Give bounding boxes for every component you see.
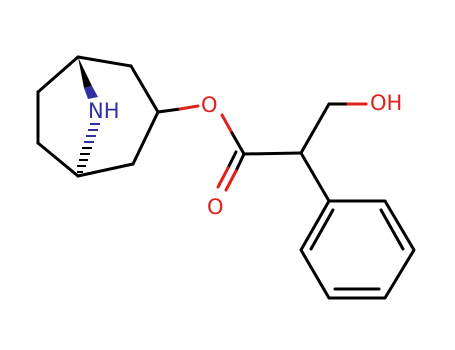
double-bond-a-red [224, 169, 238, 192]
bond-c4-c5 [76, 162, 135, 178]
tropane-ring [36, 55, 160, 178]
bond-o-ccarbonyl-red [220, 113, 234, 135]
double-bond-b-red [216, 166, 230, 189]
bond-c2-c3 [129, 64, 160, 114]
bond-calpha-ch2 [299, 102, 331, 155]
phenyl-ring [299, 199, 416, 300]
carbonyl-oxygen-label: O [207, 195, 224, 219]
atom-labels: NH O O OH [88, 91, 402, 219]
double-bond-a-black [234, 152, 246, 173]
ester-oxygen-label: O [201, 93, 218, 117]
ester-group [156, 104, 246, 192]
bond-c3-o-black [156, 107, 182, 114]
bond-c1-c7 [36, 55, 80, 94]
phenyl-inner-3 [309, 208, 335, 251]
bond-c3-c4 [131, 110, 160, 166]
phenyl-hexagon [299, 199, 416, 300]
bond-o-ccarbonyl-black [230, 131, 246, 156]
bond-calpha-ring [299, 151, 331, 203]
bond-c3-o-red [178, 104, 200, 111]
wedge-blue [84, 86, 98, 99]
bond-c1-c2 [76, 55, 133, 68]
phenyl-inner-1 [379, 208, 405, 251]
hash-bond-c5-n [77, 123, 100, 173]
nitrogen-label: NH [88, 99, 120, 123]
bond-c6-c5 [36, 141, 80, 178]
wedge-black [78, 57, 92, 88]
side-chain [242, 102, 368, 203]
wedge-bond-c1-n [78, 57, 98, 99]
bond-ccarbonyl-calpha [242, 151, 303, 156]
hydroxyl-label: OH [370, 91, 402, 115]
double-bond-b-black [226, 150, 238, 170]
